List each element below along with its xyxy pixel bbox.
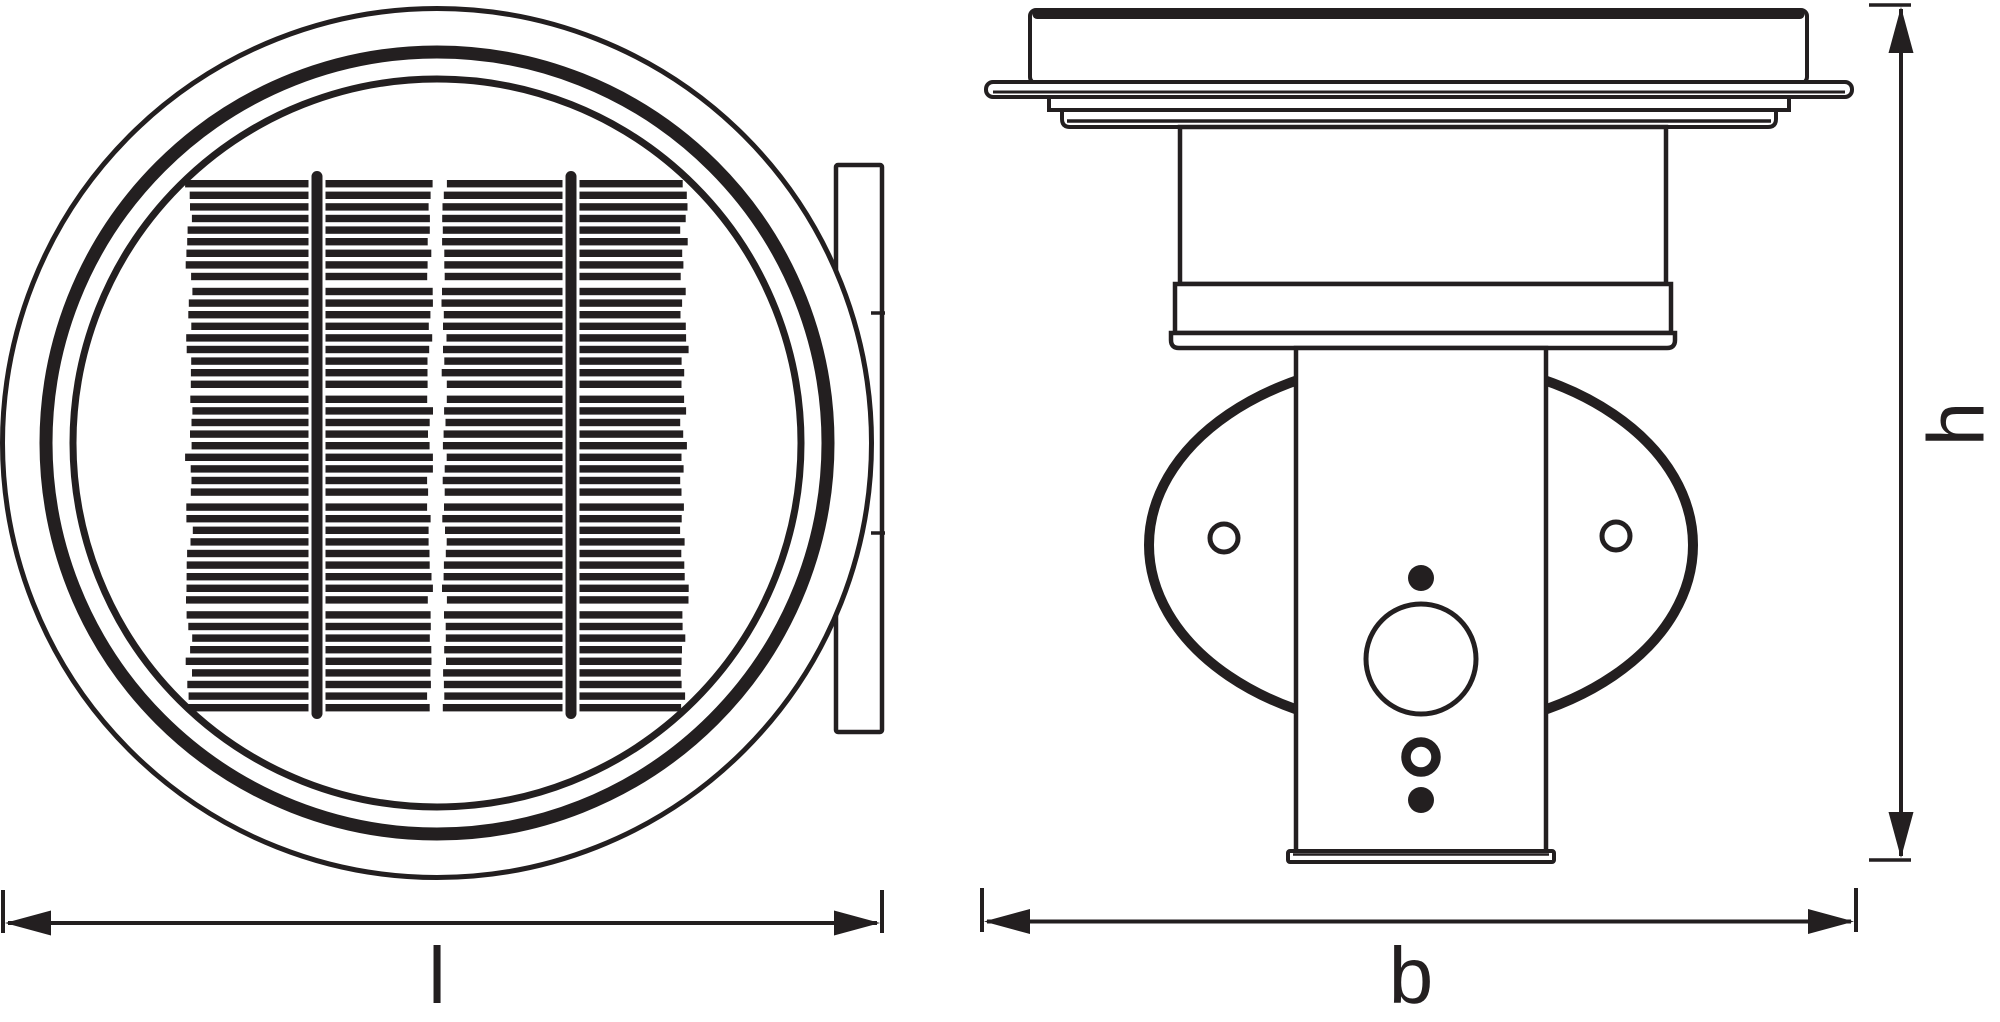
top-cap (1028, 8, 1809, 85)
arrowhead-right (1808, 909, 1854, 934)
side-view (984, 8, 1854, 864)
solar-cell-stripe (188, 692, 428, 700)
solar-cell-stripe (186, 503, 428, 511)
solar-cell-stripe (187, 238, 428, 246)
arrowhead-top (1888, 7, 1914, 53)
dimension-height: h (1869, 3, 2000, 862)
busbar-right (565, 171, 577, 719)
solar-panel (185, 171, 689, 719)
width-label: b (1389, 931, 1434, 1020)
housing-ring (1172, 281, 1674, 336)
rim-ring (39, 45, 835, 841)
busbar-left (311, 171, 323, 719)
solar-cell-stripe (186, 596, 428, 604)
solar-cell-stripe (443, 669, 681, 677)
mount-arm-base (1286, 849, 1556, 864)
screw-hole-right (1599, 519, 1633, 553)
inner-face-circle (69, 75, 805, 811)
screw-hole-left (1207, 521, 1241, 555)
solar-cell-stripe (443, 311, 681, 319)
lamp-housing (1177, 124, 1669, 287)
indicator-dot-top (1408, 565, 1434, 591)
solar-cell-stripe (187, 549, 430, 558)
solar-cell-stripe (442, 704, 682, 712)
solar-cell-stripe (442, 226, 681, 234)
arrowhead-bottom (1888, 812, 1914, 858)
height-label: h (1912, 402, 2000, 447)
motion-sensor-circle (1363, 601, 1479, 717)
arrowhead-left (5, 910, 51, 936)
solar-cell-stripe (186, 561, 430, 569)
dimension-width: b (980, 888, 1858, 1020)
top-view (0, 6, 885, 880)
solar-cell-stripe (441, 299, 683, 307)
solar-cell-stripe (185, 261, 428, 269)
indicator-dot-bottom (1408, 787, 1434, 813)
cover-flange (984, 80, 1854, 99)
solar-cell-stripe (442, 515, 682, 523)
dimension-length: l (1, 890, 884, 1020)
solar-cell-stripe (186, 345, 430, 354)
housing-rim (1168, 330, 1678, 351)
button-ring (1401, 737, 1441, 777)
length-label: l (428, 931, 446, 1020)
arrowhead-right (834, 910, 880, 936)
lower-collar (1060, 108, 1778, 129)
solar-cell-stripe (442, 476, 681, 485)
mount-arm (1293, 345, 1549, 857)
arrowhead-left (984, 909, 1030, 934)
